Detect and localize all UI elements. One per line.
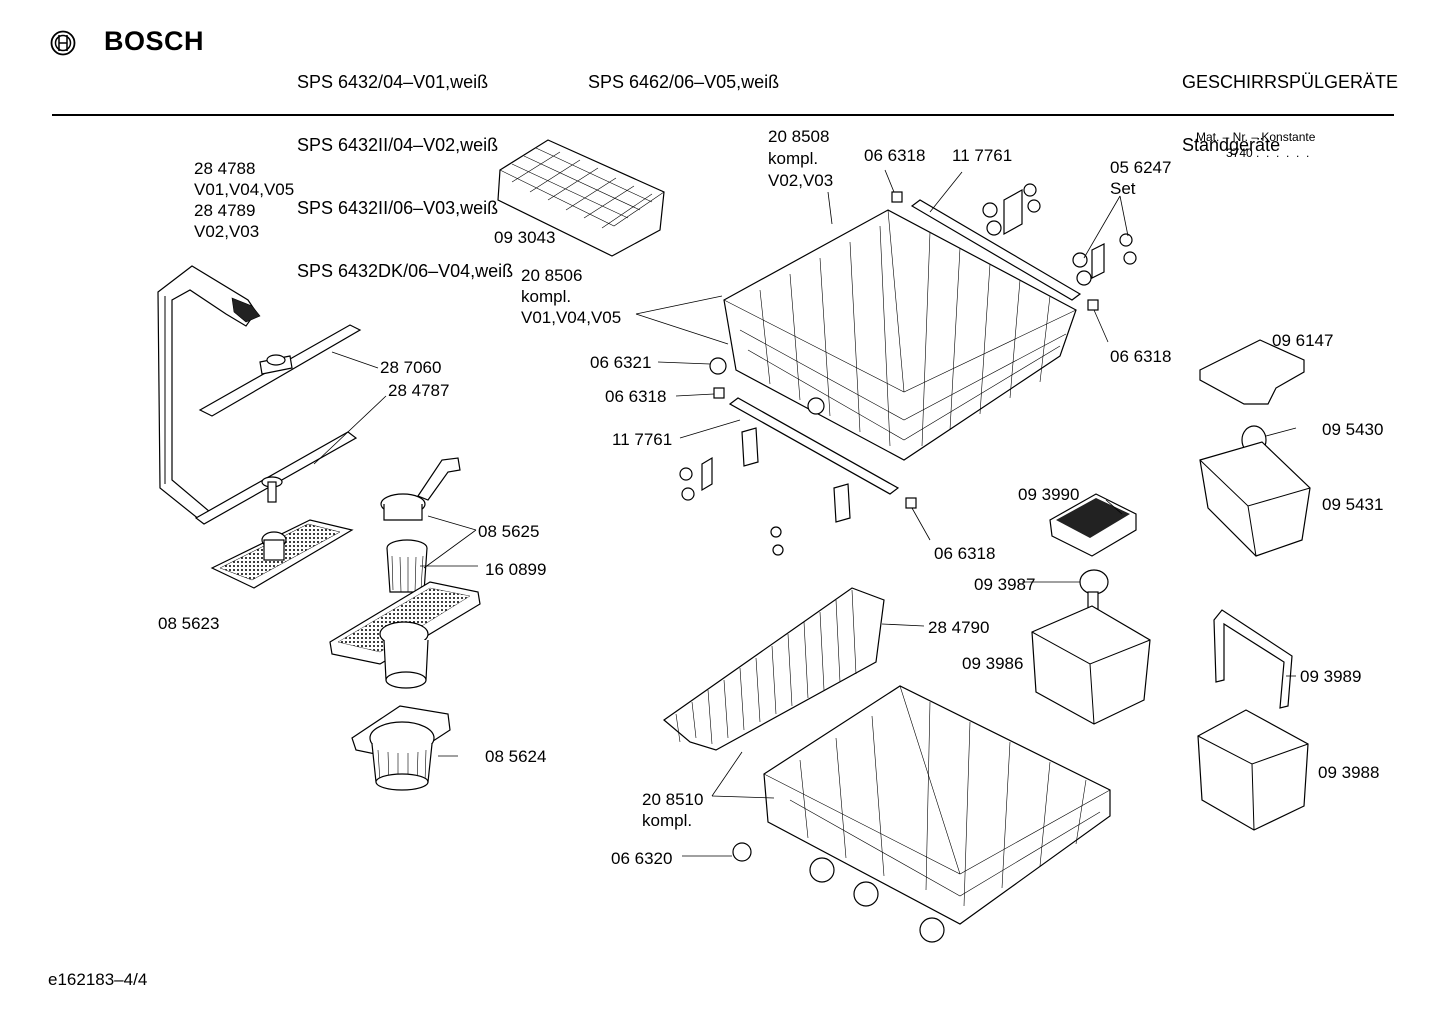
brand-name: BOSCH	[104, 26, 205, 56]
micro-filter	[351, 705, 451, 791]
label-208508: 20 8508	[768, 127, 830, 146]
label-066318-left: 06 6318	[605, 387, 667, 406]
label-284789-variants: V02,V03	[194, 222, 260, 241]
cutlery-basket-large	[1199, 425, 1311, 557]
header-divider	[52, 114, 1394, 116]
model-line: SPS 6462/06–V05,weiß	[588, 72, 780, 92]
label-284789: 28 4789	[194, 201, 256, 220]
upper-rail-top	[910, 199, 1082, 301]
bosch-logo-icon	[50, 30, 76, 56]
cutlery-basket-small	[1031, 569, 1151, 725]
label-117761-top: 11 7761	[952, 146, 1013, 165]
category-subtitle: Standgeräte	[1182, 135, 1281, 155]
document-id: e162183–4/4	[48, 970, 148, 989]
model-line: SPS 6432II/06–V03,weiß	[297, 198, 499, 218]
upper-basket	[723, 209, 1077, 461]
label-093043: 09 3043	[494, 228, 556, 247]
label-066320: 06 6320	[611, 849, 673, 868]
upper-spray-arm	[198, 324, 362, 417]
model-line: SPS 6432/04–V01,weiß	[297, 72, 489, 92]
label-284788-variants: V01,V04,V05	[194, 180, 295, 199]
label-160899: 16 0899	[485, 560, 547, 579]
label-208506: 20 8506	[521, 266, 583, 285]
label-056247-set: Set	[1110, 179, 1136, 198]
label-085624: 08 5624	[485, 747, 547, 766]
label-208506-kompl: kompl.	[521, 287, 572, 306]
label-093989: 09 3989	[1300, 667, 1362, 686]
upper-rail-bottom	[728, 397, 900, 495]
model-list-2: SPS 6462/06–V05,weiß	[588, 30, 779, 114]
mat-nr-value: 3740 . . . . . .	[1226, 146, 1310, 160]
model-list-1: SPS 6432/04–V01,weiß SPS 6432II/04–V02,w…	[297, 30, 513, 303]
label-284787: 28 4787	[388, 381, 450, 400]
label-093986: 09 3986	[962, 654, 1024, 673]
label-085623: 08 5623	[158, 614, 220, 633]
label-066318-right: 06 6318	[1110, 347, 1172, 366]
basket-handle	[1213, 609, 1293, 709]
label-085625: 08 5625	[478, 522, 540, 541]
label-093988: 09 3988	[1318, 763, 1380, 782]
clip-parts	[679, 183, 1137, 556]
label-095431: 09 5431	[1322, 495, 1384, 514]
filter-ring-handle	[380, 457, 461, 521]
fine-filter-tube	[386, 539, 428, 593]
small-grid-insert	[1199, 339, 1305, 405]
label-208510: 20 8510	[642, 790, 704, 809]
label-287060: 28 7060	[380, 358, 442, 377]
lower-basket	[732, 685, 1111, 943]
label-208508-kompl: kompl.	[768, 149, 819, 168]
label-096147: 09 6147	[1272, 331, 1334, 350]
tray-insert	[497, 139, 665, 257]
label-093987: 09 3987	[974, 575, 1036, 594]
label-066318-lower: 06 6318	[934, 544, 996, 563]
basket-lid	[1049, 493, 1137, 557]
leader-lines	[313, 169, 1297, 857]
label-056247: 05 6247	[1110, 158, 1172, 177]
label-208508-variants: V02,V03	[768, 171, 834, 190]
flat-filter-plate	[329, 581, 481, 689]
lower-spray-arm	[194, 431, 358, 525]
label-066321: 06 6321	[590, 353, 652, 372]
model-line: SPS 6432DK/06–V04,weiß	[297, 261, 514, 281]
plate-rack	[663, 587, 885, 751]
label-208510-kompl: kompl.	[642, 811, 693, 830]
label-284790: 28 4790	[928, 618, 990, 637]
label-093990: 09 3990	[1018, 485, 1080, 504]
category-title: GESCHIRRSPÜLGERÄTE	[1182, 72, 1399, 92]
cutlery-basket-square	[1197, 709, 1309, 831]
label-284788: 28 4788	[194, 159, 256, 178]
label-095430: 09 5430	[1322, 420, 1384, 439]
model-line: SPS 6432II/04–V02,weiß	[297, 135, 499, 155]
label-066318-top: 06 6318	[864, 146, 926, 165]
sprayarm-mount	[210, 519, 354, 589]
category-block: GESCHIRRSPÜLGERÄTE Standgeräte	[1182, 30, 1398, 177]
label-117761-bottom: 11 7761	[612, 430, 673, 449]
mat-nr-label: Mat. – Nr. – Konstante	[1196, 130, 1316, 144]
label-208506-variants: V01,V04,V05	[521, 308, 622, 327]
